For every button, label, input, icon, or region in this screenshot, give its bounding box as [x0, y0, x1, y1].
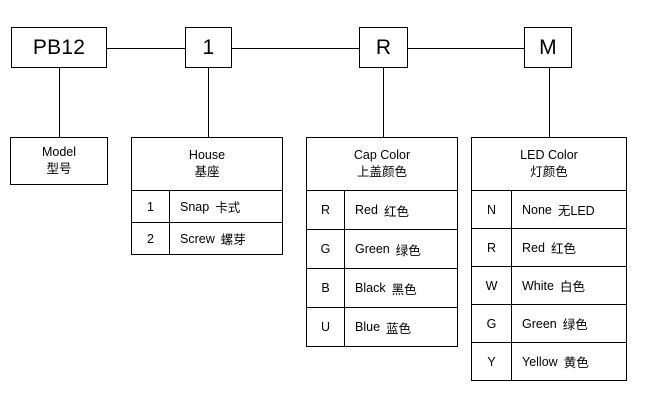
- option-description-en: Blue: [355, 320, 381, 334]
- option-description-en: Red: [522, 240, 545, 255]
- option-code: B: [307, 269, 345, 307]
- option-code: 1: [132, 191, 170, 222]
- option-row[interactable]: R Red 红色: [306, 191, 458, 230]
- option-code: W: [472, 267, 512, 304]
- option-description: Green 绿色: [512, 305, 626, 342]
- category-cap-color-title-cn: 上盖颜色: [356, 164, 407, 179]
- droplink-cap-color: [383, 68, 384, 137]
- category-cap-color-header: Cap Color 上盖颜色: [306, 137, 458, 191]
- category-house-title-en: House: [188, 147, 226, 162]
- option-description-en: Snap: [180, 199, 210, 214]
- connector-model-to-house: [107, 48, 186, 49]
- option-row[interactable]: N None 无LED: [471, 191, 627, 229]
- option-description: Snap 卡式: [170, 191, 282, 222]
- connector-cap-to-led: [408, 48, 525, 49]
- option-description: Screw 螺芽: [170, 223, 282, 254]
- category-model-title-en: Model: [41, 144, 77, 159]
- option-description-cn: 蓝色: [386, 321, 412, 336]
- option-description-en: Screw: [180, 231, 215, 246]
- droplink-model: [59, 68, 60, 137]
- category-led-color-title-en: LED Color: [520, 147, 578, 162]
- option-code: Y: [472, 343, 512, 380]
- option-description-en: Red: [355, 203, 378, 217]
- option-description: Blue 蓝色: [345, 308, 457, 346]
- option-description-cn: 绿色: [562, 318, 588, 332]
- option-row[interactable]: G Green 绿色: [471, 305, 627, 343]
- option-row[interactable]: Y Yellow 黄色: [471, 343, 627, 381]
- option-code: R: [472, 229, 512, 266]
- connector-house-to-cap: [232, 48, 360, 49]
- option-description-en: White: [522, 278, 554, 293]
- option-description: White 白色: [512, 267, 626, 304]
- category-model: Model 型号: [10, 137, 108, 185]
- option-description-en: Black: [355, 281, 386, 295]
- option-description: Red 红色: [345, 191, 457, 229]
- option-description-cn: 白色: [559, 280, 585, 294]
- category-led-color: LED Color 灯颜色 N None 无LED R Red 红色 W White…: [471, 137, 627, 381]
- option-row[interactable]: 1 Snap 卡式: [131, 191, 283, 223]
- option-description-cn: 红色: [550, 242, 576, 256]
- option-description-en: Green: [522, 316, 557, 331]
- option-row[interactable]: 2 Screw 螺芽: [131, 223, 283, 255]
- option-code: G: [307, 230, 345, 268]
- option-description: Red 红色: [512, 229, 626, 266]
- option-description-cn: 红色: [383, 204, 409, 219]
- code-box-cap-color[interactable]: R: [359, 27, 408, 68]
- category-model-header: Model 型号: [10, 137, 108, 185]
- option-description-cn: 卡式: [215, 201, 241, 215]
- option-description: Yellow 黄色: [512, 343, 626, 380]
- option-code: G: [472, 305, 512, 342]
- option-description: None 无LED: [512, 191, 626, 228]
- option-description-cn: 螺芽: [220, 233, 246, 247]
- category-led-color-title-cn: 灯颜色: [530, 164, 568, 179]
- option-description-cn: 黑色: [391, 282, 417, 297]
- option-description-cn: 无LED: [557, 204, 595, 218]
- option-code: R: [307, 191, 345, 229]
- category-model-title-cn: 型号: [46, 161, 72, 176]
- option-description-en: Yellow: [522, 354, 558, 369]
- option-description: Black 黑色: [345, 269, 457, 307]
- option-row[interactable]: R Red 红色: [471, 229, 627, 267]
- option-description-en: Green: [355, 242, 390, 256]
- option-description: Green 绿色: [345, 230, 457, 268]
- option-row[interactable]: U Blue 蓝色: [306, 308, 458, 347]
- code-box-led-color[interactable]: M: [524, 27, 572, 68]
- option-description-cn: 黄色: [563, 356, 589, 370]
- category-house-title-cn: 基座: [194, 164, 220, 179]
- category-house: House 基座 1 Snap 卡式 2 Screw 螺芽: [131, 137, 283, 255]
- option-code: N: [472, 191, 512, 228]
- category-cap-color: Cap Color 上盖颜色 R Red 红色 G Green 绿色 B Black…: [306, 137, 458, 347]
- option-row[interactable]: G Green 绿色: [306, 230, 458, 269]
- option-row[interactable]: B Black 黑色: [306, 269, 458, 308]
- option-code: U: [307, 308, 345, 346]
- option-row[interactable]: W White 白色: [471, 267, 627, 305]
- code-box-model[interactable]: PB12: [11, 27, 107, 68]
- option-description-cn: 绿色: [395, 243, 421, 258]
- category-led-color-header: LED Color 灯颜色: [471, 137, 627, 191]
- code-box-house[interactable]: 1: [185, 27, 232, 68]
- option-description-en: None: [522, 202, 552, 217]
- category-cap-color-title-en: Cap Color: [353, 147, 411, 162]
- droplink-led-color: [549, 68, 550, 137]
- option-code: 2: [132, 223, 170, 254]
- category-house-header: House 基座: [131, 137, 283, 191]
- droplink-house: [208, 68, 209, 137]
